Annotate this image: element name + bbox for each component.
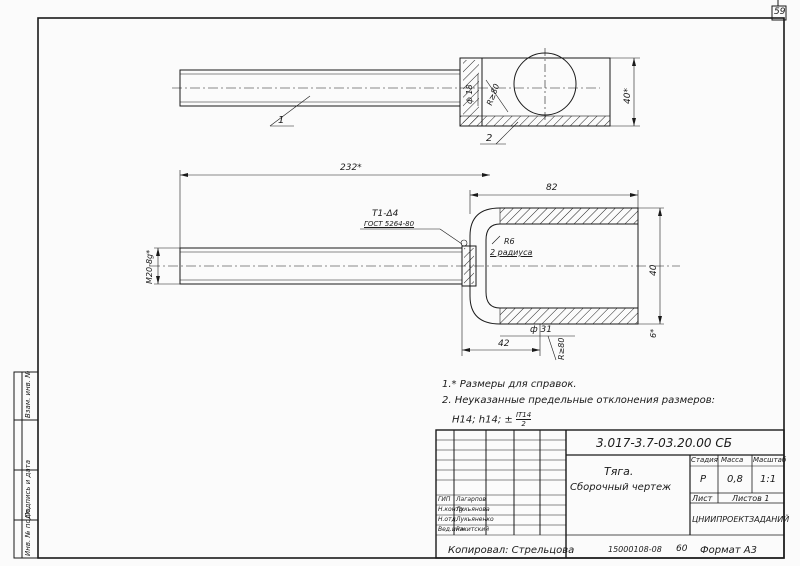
weld-code: T1-Δ4 (372, 209, 399, 219)
signer-role-3: Н.отд. (438, 516, 458, 523)
col-scale: Масштаб (753, 456, 787, 464)
dim-r80-bottom: R≥80 (557, 337, 566, 360)
dim-6: 6* (649, 328, 658, 338)
dim-r6: R6 (504, 237, 515, 246)
doc-type: Сборочный чертеж (570, 482, 672, 493)
dim-thread: M20-8g* (145, 249, 154, 284)
stage-value: Р (700, 474, 707, 485)
note-3: H14; h14; ± IT14 2 (452, 411, 532, 428)
signer-role-2: Н.контр. (438, 506, 465, 513)
sheets-count: Листов 1 (732, 494, 770, 503)
signer-name-3: Лукьяненко (456, 516, 494, 523)
dim-42: 42 (498, 339, 510, 349)
col-stage: Стадия (691, 456, 718, 464)
dim-r6-note: 2 радиуса (490, 248, 533, 257)
doc-name: Тяга. (604, 465, 634, 478)
note-1: 1.* Размеры для справок. (442, 379, 577, 390)
note-3-fraction: IT14 2 (515, 411, 532, 428)
margin-stamp-2: Подпись и дата (24, 460, 32, 518)
sheet-number: 59 (774, 7, 786, 17)
signer-name-4: Ракитский (456, 526, 490, 533)
note-2: 2. Неуказанные предельные отклонения раз… (442, 395, 716, 406)
note-3-numerator: IT14 (515, 411, 532, 420)
scale-value: 1:1 (760, 474, 777, 485)
dim-length-232: 232* (340, 163, 362, 173)
part-label-1: 1 (278, 115, 285, 126)
signer-name-1: Лагарпов (456, 496, 486, 503)
signer-name-2: Лукьянова (456, 506, 490, 513)
note-3-denominator: 2 (521, 420, 526, 428)
weld-standard: ГОСТ 5264-80 (364, 220, 415, 228)
signer-role-4: Вед.инж. (438, 526, 467, 533)
note-3-text: H14; h14; ± (452, 414, 513, 426)
dim-diam-31: ф 31 (530, 325, 553, 335)
sheet-label: Лист (692, 494, 713, 503)
dim-40-side: 40 (649, 264, 659, 276)
copied-by: Копировал: Стрельцова (448, 545, 575, 556)
signer-role-1: ГИП (438, 496, 451, 503)
format-label: Формат А3 (700, 545, 757, 556)
mass-value: 0,8 (727, 474, 743, 485)
part-label-2: 2 (486, 133, 493, 144)
dim-diam-18: ф 18 (465, 84, 474, 104)
dim-82: 82 (546, 183, 558, 193)
order-code: 60 (676, 544, 688, 554)
margin-stamp-3: Взам. инв. № (24, 370, 32, 418)
col-mass: Масса (721, 456, 744, 464)
order-number: 15000108-08 (608, 545, 662, 554)
org-name: ЦНИИПРОЕКТЗАДАНИЙ (692, 515, 790, 524)
dim-40-top: 40* (623, 88, 633, 104)
doc-code: 3.017-3.7-03.20.00 СБ (596, 436, 732, 450)
